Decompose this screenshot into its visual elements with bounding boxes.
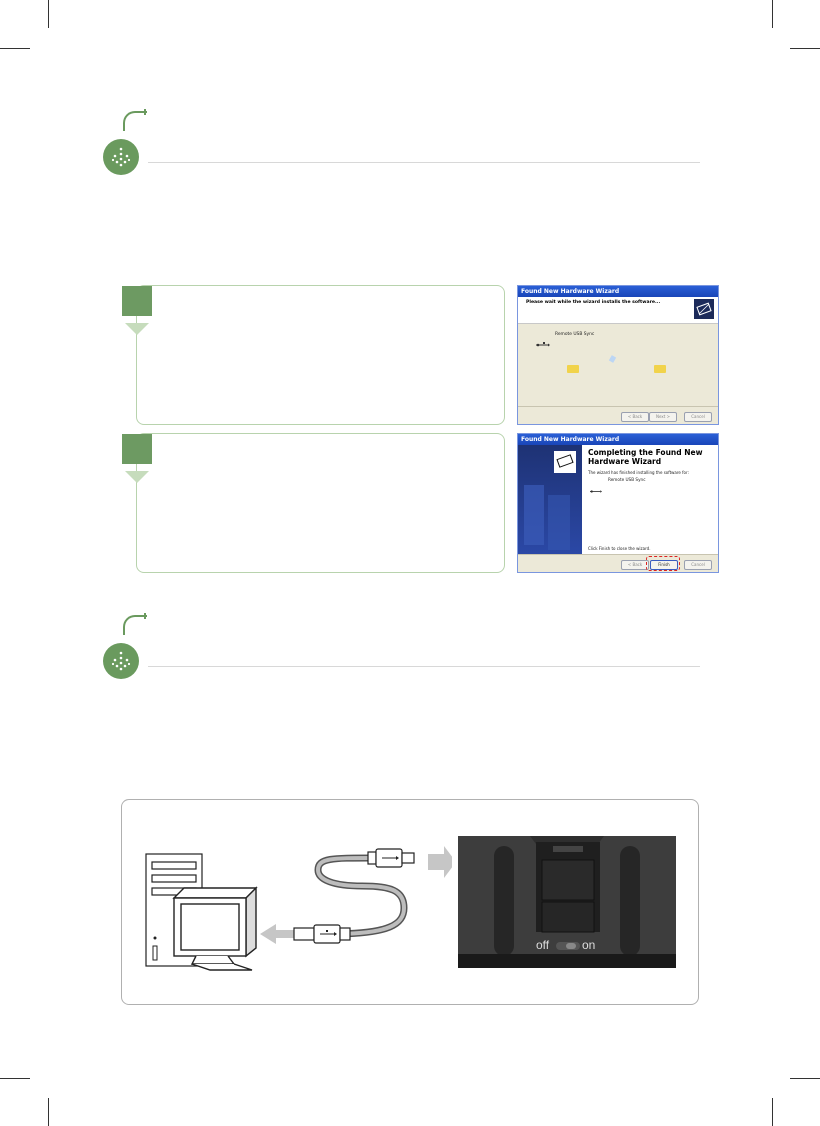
- finish-button[interactable]: Finish: [650, 560, 678, 570]
- computer-cable-illustration: [145, 846, 452, 971]
- back-button[interactable]: < Back: [621, 560, 649, 570]
- crop-mark: [772, 1098, 773, 1126]
- window-title: Found New Hardware Wizard: [518, 434, 718, 445]
- crop-mark: [772, 0, 773, 28]
- step-number-marker: [122, 434, 152, 464]
- wizard-screenshot-complete: Found New Hardware Wizard Completing the…: [517, 433, 719, 573]
- crop-mark: [0, 1078, 30, 1079]
- usb-icon: [590, 480, 602, 499]
- usb-icon: [536, 334, 550, 353]
- step-box-2: [136, 433, 505, 573]
- back-button[interactable]: < Back: [621, 412, 649, 422]
- crop-mark: [790, 1078, 820, 1079]
- section-badge-icon: [103, 139, 139, 175]
- section-hook-tip: [144, 613, 146, 619]
- cradle-device-photo: off on: [458, 836, 676, 968]
- cancel-button[interactable]: Cancel: [684, 560, 712, 570]
- step-number-marker: [122, 286, 152, 316]
- switch-on-label: on: [582, 938, 596, 952]
- wizard-screenshot-installing: Found New Hardware Wizard Please wait wh…: [517, 285, 719, 425]
- section-hook: [123, 615, 147, 635]
- crop-mark: [790, 48, 820, 49]
- connection-diagram: off on: [121, 799, 699, 1005]
- device-name: Remote USB Sync: [555, 332, 595, 337]
- crop-mark: [48, 1098, 49, 1126]
- switch-off-label: off: [536, 938, 550, 952]
- next-button[interactable]: Next >: [649, 412, 677, 422]
- section-divider: [148, 666, 700, 667]
- wizard-heading: Please wait while the wizard installs th…: [526, 300, 661, 305]
- section-divider: [148, 162, 700, 163]
- window-title: Found New Hardware Wizard: [518, 286, 718, 297]
- wizard-message: The wizard has finished installing the s…: [588, 470, 689, 475]
- folder-icon: [567, 365, 579, 373]
- finish-highlight: [646, 556, 680, 571]
- step-box-1: [136, 285, 505, 425]
- folder-icon: [654, 365, 666, 373]
- section-hook-tip: [144, 109, 146, 115]
- wizard-sidebar-graphic: [518, 445, 582, 554]
- crop-mark: [0, 48, 30, 49]
- finish-hint: Click Finish to close the wizard.: [588, 546, 651, 551]
- crop-mark: [48, 0, 49, 28]
- wizard-heading: Completing the Found New Hardware Wizard: [588, 448, 703, 466]
- hardware-icon: [694, 299, 714, 319]
- device-name: Remote USB Sync: [608, 477, 646, 482]
- step-pointer: [125, 323, 149, 335]
- step-pointer: [125, 471, 149, 483]
- paper-icon: [608, 355, 617, 363]
- section-hook: [123, 111, 147, 131]
- section-badge-icon: [103, 643, 139, 679]
- cancel-button[interactable]: Cancel: [684, 412, 712, 422]
